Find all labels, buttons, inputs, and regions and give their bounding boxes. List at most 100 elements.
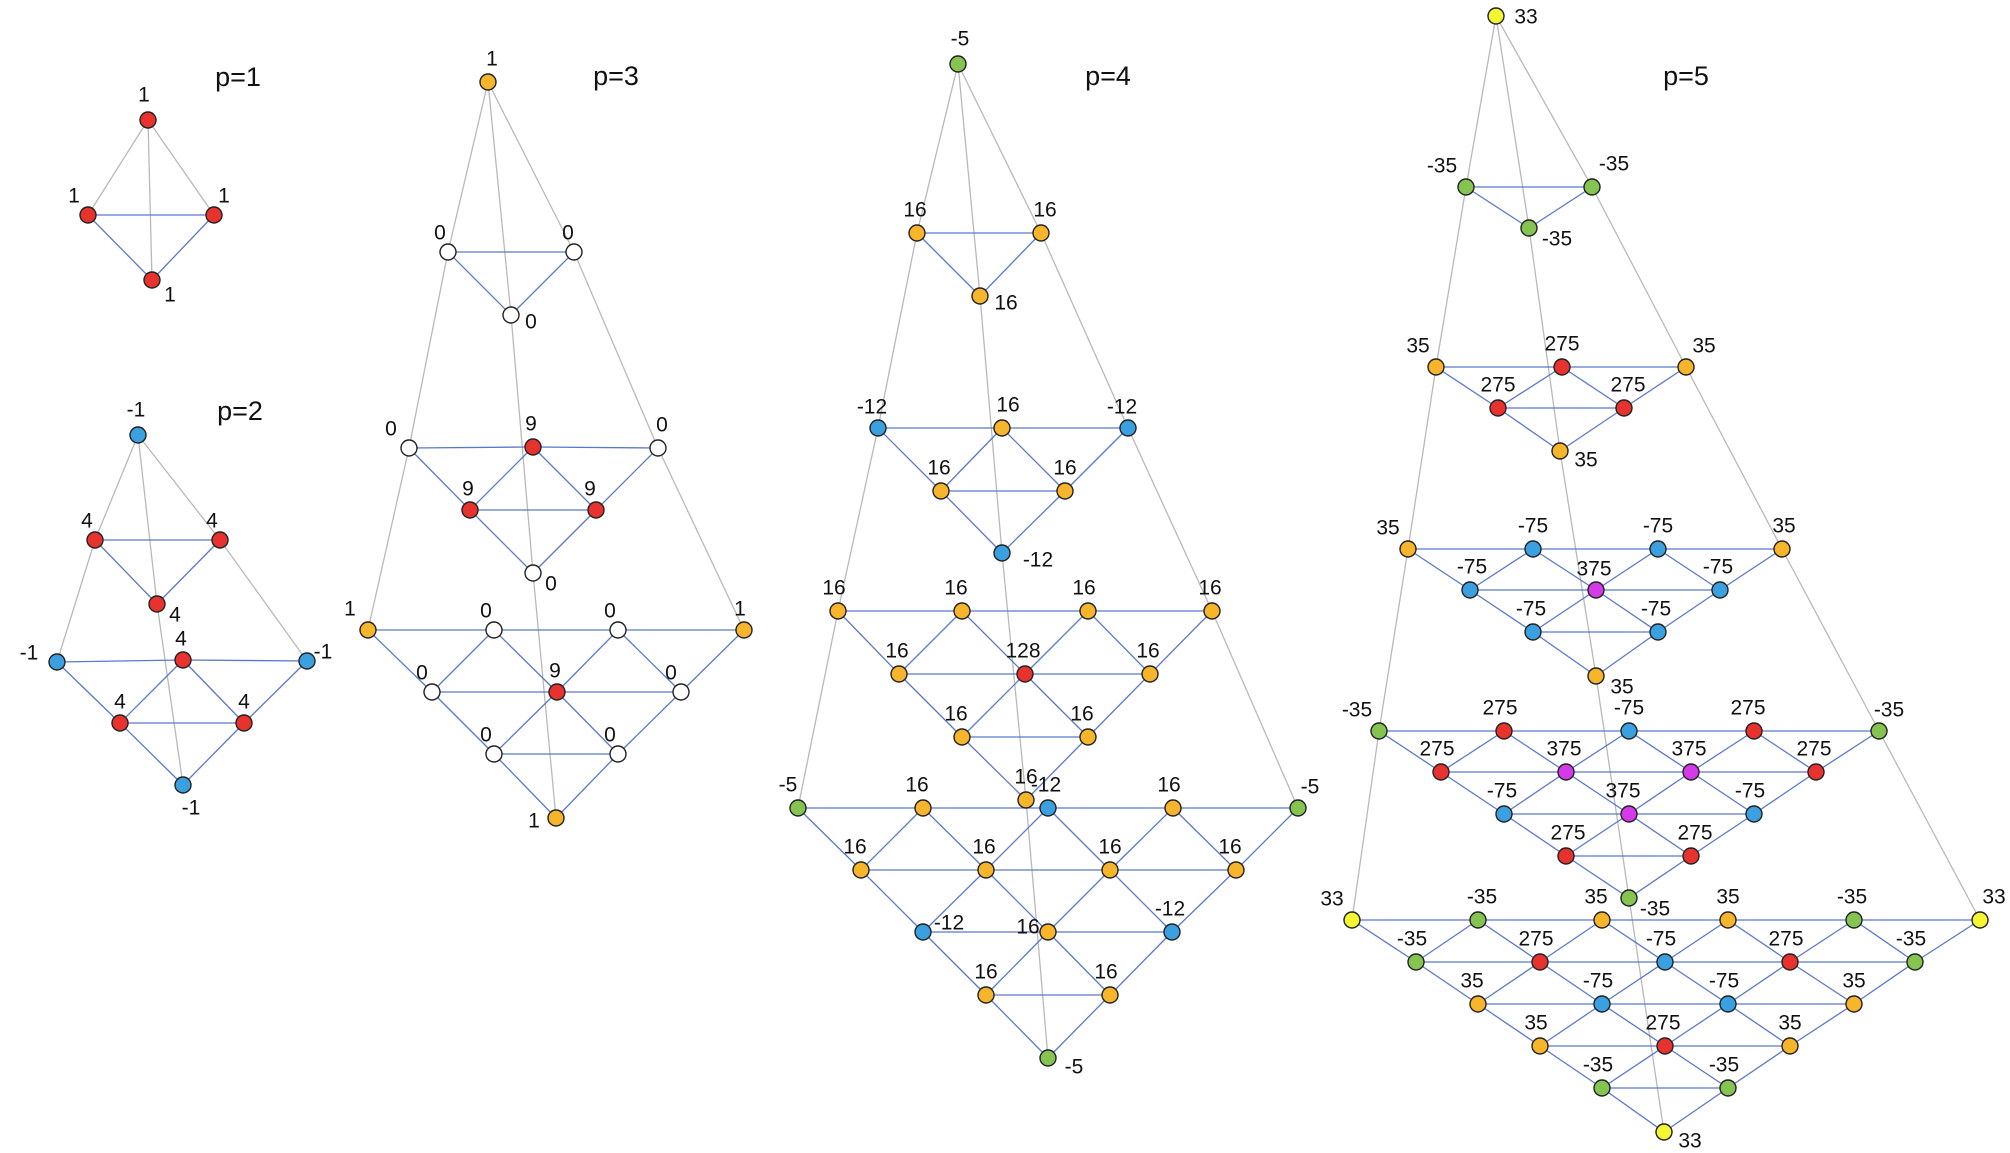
vertex-label: 4: [238, 691, 250, 714]
lattice-edge: [1047, 869, 1111, 933]
vertex-white: [485, 621, 503, 639]
vertex-label: -75: [1614, 697, 1644, 720]
lattice-edge: [1087, 673, 1151, 738]
lattice-edge: [1753, 771, 1817, 815]
lattice-edge: [182, 722, 245, 786]
vertex-blue: [1461, 581, 1479, 599]
vertex-green: [1845, 911, 1863, 929]
vertex-label: -75: [1583, 970, 1613, 993]
vertex-label: 16: [1098, 836, 1121, 859]
vertex-label: 0: [545, 573, 557, 596]
lattice-edge: [1528, 186, 1593, 229]
vertex-orange: [1032, 224, 1050, 242]
lattice-edge: [431, 691, 495, 755]
vertex-magenta: [1557, 763, 1575, 781]
vertex-label: 1: [164, 284, 176, 307]
vertex-red: [139, 111, 157, 129]
vertex-label: 275: [1419, 738, 1454, 761]
lattice-edge: [1047, 994, 1111, 1059]
lattice-edge: [1664, 961, 1729, 1005]
level-connector-edge: [1528, 227, 1561, 452]
vertex-red: [1016, 665, 1034, 683]
lattice-edge: [922, 807, 987, 871]
vertex-label: 16: [1198, 577, 1221, 600]
lattice-edge: [1727, 919, 1791, 963]
lattice-edge: [1559, 407, 1625, 452]
vertex-label: -75: [1703, 556, 1733, 579]
vertex-blue: [1620, 722, 1638, 740]
vertex-white: [502, 306, 520, 324]
vertex-blue: [1495, 805, 1513, 823]
lattice-edge: [837, 610, 900, 675]
level-connector-edge: [1559, 450, 1597, 677]
edges: [1351, 15, 1981, 1133]
vertex-label: -75: [1735, 780, 1765, 803]
vertex-label: 16: [1157, 774, 1180, 797]
vertex-orange: [1677, 358, 1695, 376]
vertex-green: [1457, 178, 1475, 196]
vertex-orange: [359, 621, 377, 639]
vertex-label: 16: [1070, 703, 1093, 726]
lattice-edge: [1497, 366, 1563, 409]
vertex-red: [1781, 953, 1799, 971]
vertex-red: [1615, 399, 1633, 417]
lattice-edge: [1565, 855, 1630, 899]
vertex-red: [461, 501, 479, 519]
vertex-label: 16: [1218, 836, 1241, 859]
vertex-green: [1520, 219, 1538, 237]
level-connector-edge: [156, 603, 184, 786]
vertex-label: -1: [182, 797, 201, 820]
lattice-edge: [243, 660, 308, 724]
lattice-edge: [1690, 813, 1755, 857]
level-connector-edge: [137, 434, 158, 605]
vertex-label: 0: [480, 724, 492, 747]
vertex-red: [1489, 399, 1507, 417]
vertex-label: 0: [385, 418, 397, 441]
vertex-orange: [971, 287, 989, 305]
lattice-edge: [87, 214, 153, 281]
lattice-edge: [469, 509, 534, 574]
lattice-edge: [1435, 366, 1499, 409]
vertex-label: 35: [1584, 886, 1607, 909]
lattice-edge: [898, 610, 963, 675]
vertex-label: 16: [1014, 766, 1037, 789]
vertex-label: -35: [1542, 228, 1572, 251]
lattice-edge: [1628, 730, 1692, 773]
level-connector-edge: [1435, 186, 1467, 368]
vertex-label: -35: [1709, 1054, 1739, 1077]
lattice-edge: [156, 539, 221, 605]
lattice-edge: [1539, 961, 1603, 1005]
level-connector-edge: [979, 295, 1003, 554]
vertex-white: [649, 439, 667, 457]
lattice-edge: [119, 659, 184, 724]
vertex-label: 275: [1518, 928, 1553, 951]
level-connector-edge: [1495, 15, 1530, 229]
lattice-edge: [1565, 730, 1630, 773]
vertex-red: [587, 501, 605, 519]
vertex-white: [672, 683, 690, 701]
vertex-blue: [1524, 623, 1542, 641]
level-connector-edge: [1040, 232, 1129, 429]
lattice-edge: [182, 659, 308, 662]
level-connector-edge: [1591, 186, 1687, 368]
vertex-label: 275: [1677, 822, 1712, 845]
level-connector-edge: [957, 63, 1042, 234]
vertex-label: 1: [138, 84, 150, 107]
lattice-edge: [1378, 730, 1442, 773]
vertex-label: 16: [974, 961, 997, 984]
lattice-edge: [493, 753, 557, 819]
vertex-label: 0: [525, 311, 537, 334]
lattice-edge: [1477, 961, 1541, 1005]
vertex-label: 35: [1376, 517, 1399, 540]
lattice-edge: [985, 931, 1049, 996]
lattice-edge: [1497, 407, 1561, 452]
lattice-edge: [1657, 589, 1721, 633]
vertex-red: [205, 206, 223, 224]
vertex-blue: [1745, 805, 1763, 823]
vertex-green: [1469, 911, 1487, 929]
vertex-label: 275: [1610, 374, 1645, 397]
vertex-red: [1495, 722, 1513, 740]
lattice-edge: [1235, 807, 1299, 871]
